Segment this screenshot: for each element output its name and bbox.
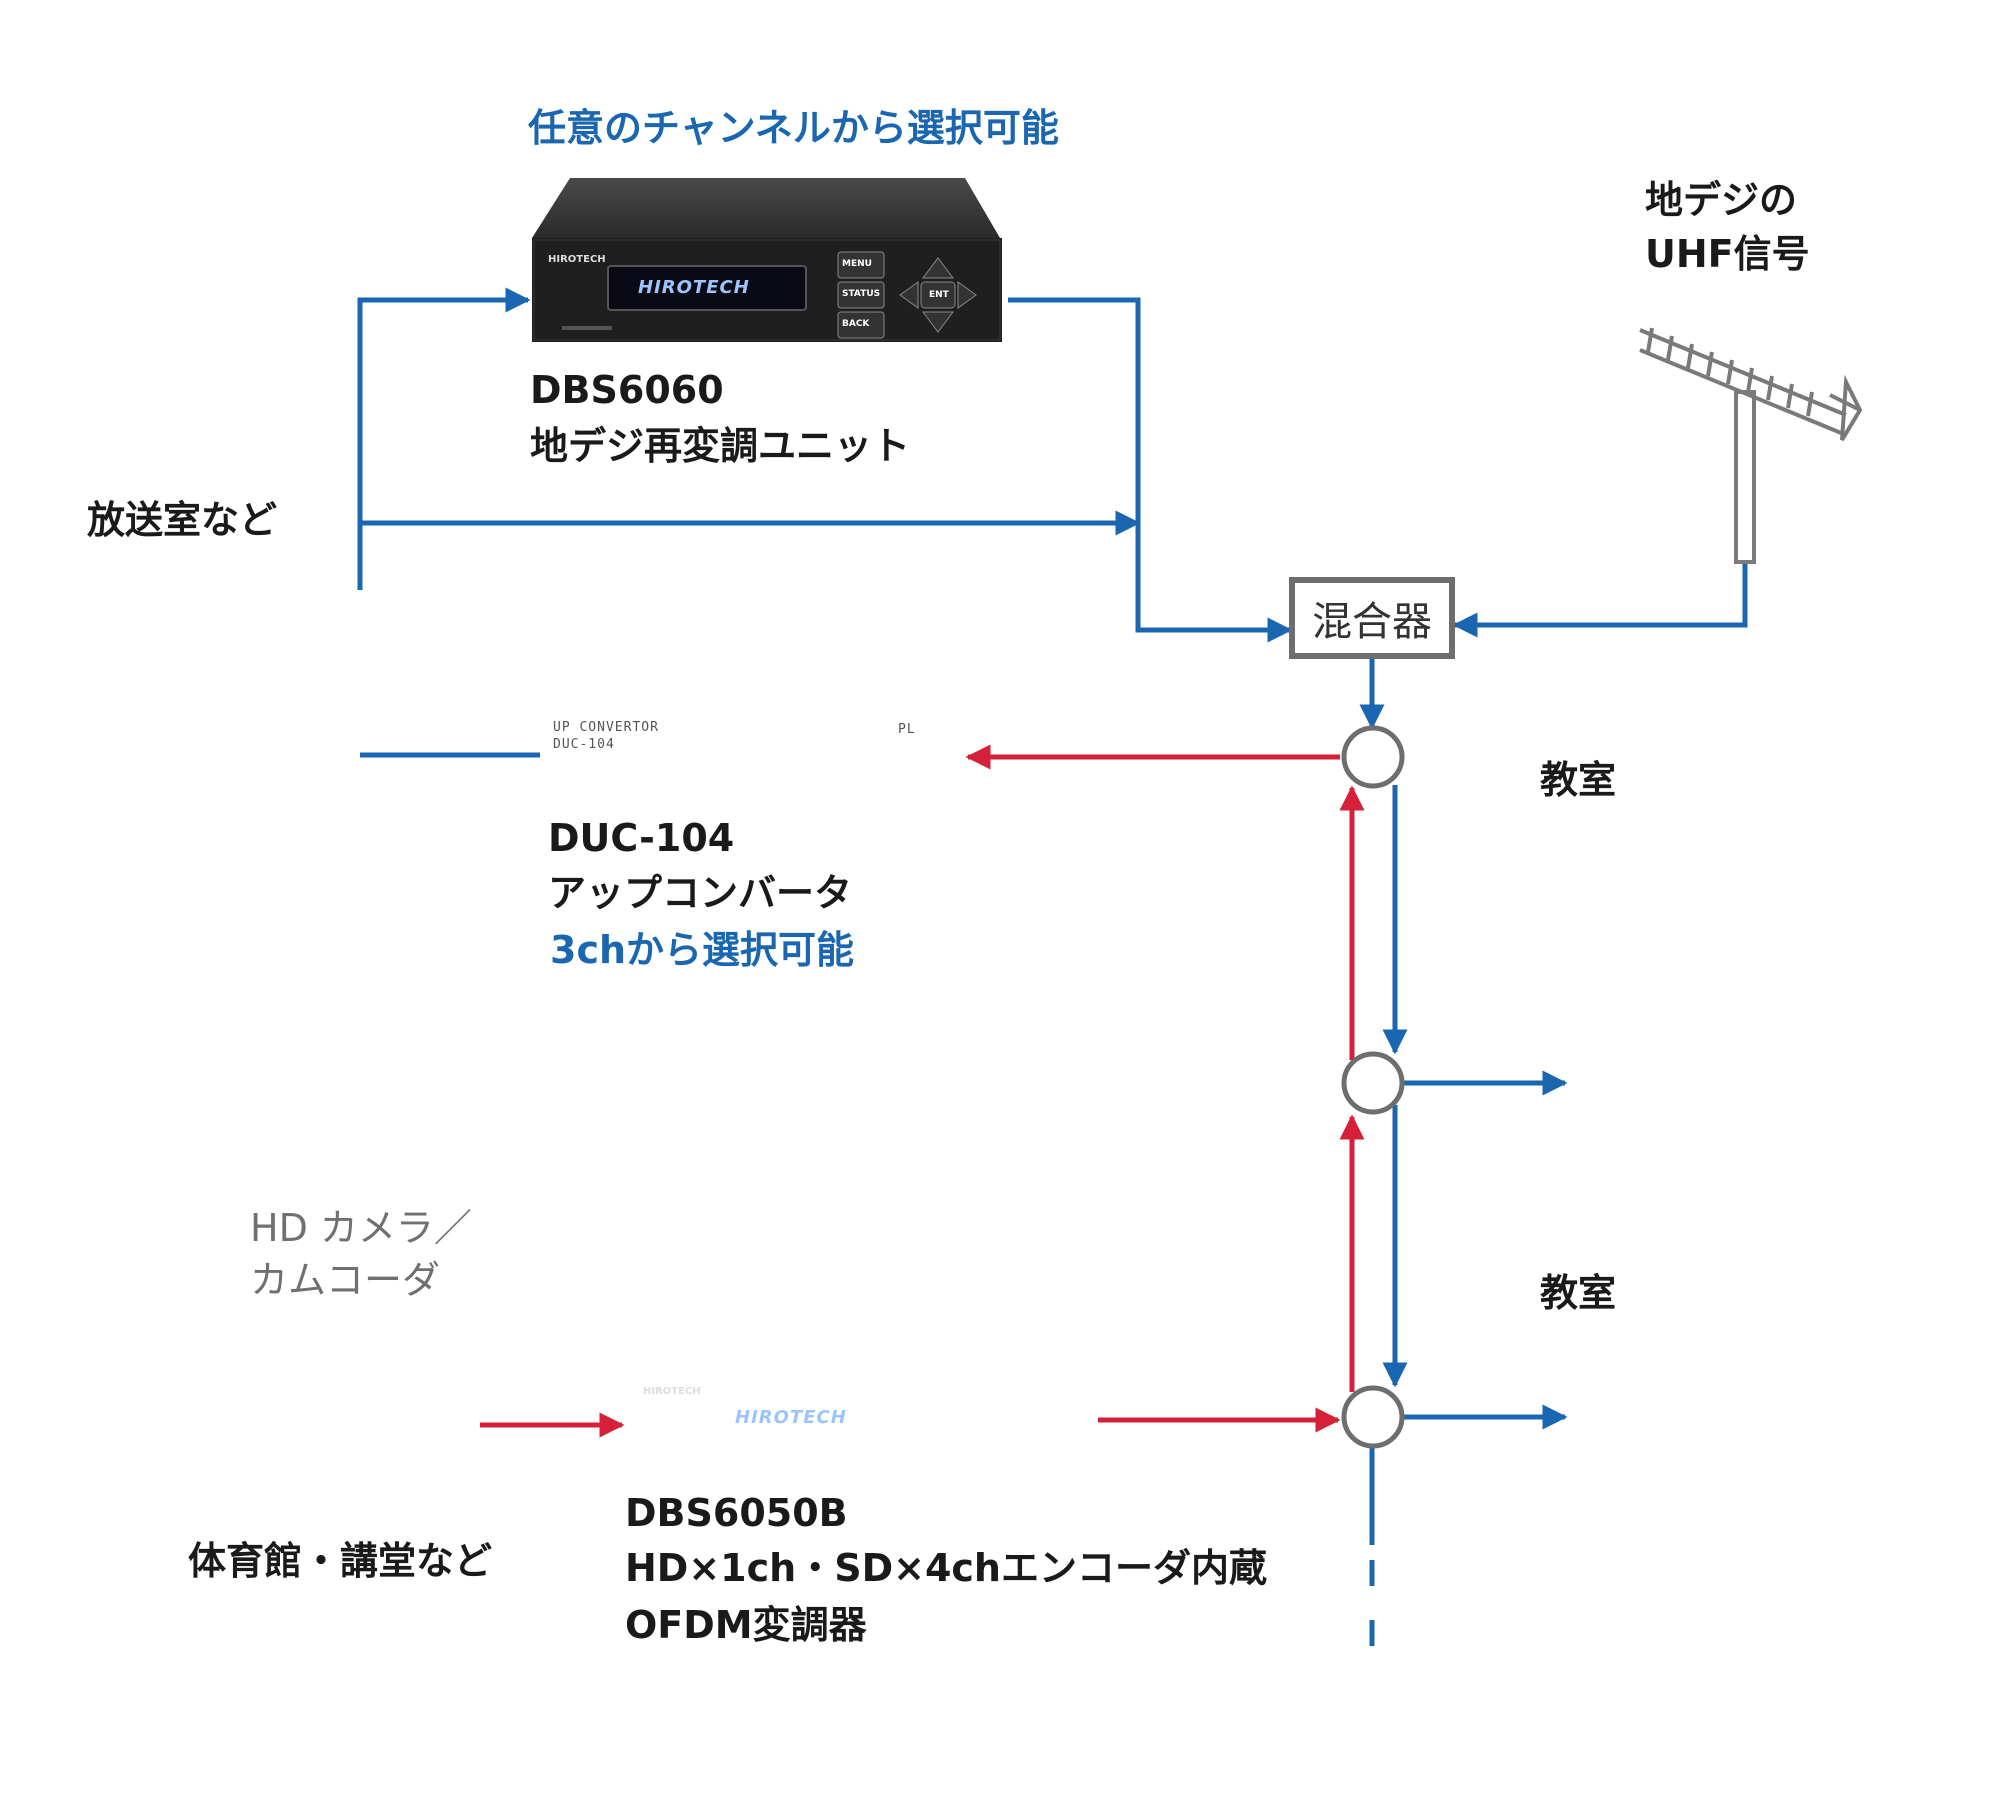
splitter-3 <box>1341 1385 1405 1449</box>
dbs6060-status-button: STATUS <box>842 289 881 299</box>
line-antenna-to-mixer <box>1452 560 1748 638</box>
blue-signal-lines <box>357 287 1748 1680</box>
uhf-signal-label-line1: 地デジの <box>1645 178 1798 222</box>
camera-label-line2: カムコーダ <box>250 1258 441 1302</box>
red-signal-lines <box>480 744 1365 1438</box>
uhf-signal-label-line2: UHF信号 <box>1645 232 1810 276</box>
dbs6060-display: HIROTECH <box>638 277 750 298</box>
dbs6050b-back-button: BACK <box>936 1451 964 1461</box>
duc104-desc-label: アップコンバータ <box>548 871 853 915</box>
splitter-2 <box>1341 1051 1405 1115</box>
dbs6060-ent-button: ENT <box>929 290 949 300</box>
dbs6060-model-label: DBS6060 <box>530 368 724 412</box>
dbs6050b-display: HIROTECH <box>735 1407 847 1428</box>
gym-label: 体育館・講堂など <box>188 1539 493 1583</box>
duc104-panel-line1: UP CONVERTOR <box>553 720 659 735</box>
duc104-note-label: 3chから選択可能 <box>550 928 855 972</box>
line-broadcast-to-dbs6060 <box>357 287 531 590</box>
dbs6050b-desc-label-line1: HD×1ch・SD×4chエンコーダ内蔵 <box>625 1546 1267 1590</box>
antenna-icon <box>1639 327 1863 564</box>
dbs6060-logo: HIROTECH <box>548 254 606 265</box>
dbs6050b-logo: HIROTECH <box>643 1386 701 1397</box>
line-dbs6060-to-mixer <box>1008 297 1293 643</box>
dbs6050b-model-label: DBS6050B <box>625 1491 848 1535</box>
broadcast-room-label: 放送室など <box>87 498 278 542</box>
dbs6060-back-button: BACK <box>842 319 870 329</box>
channel-select-note: 任意のチャンネルから選択可能 <box>528 106 1059 150</box>
duc104-panel-pl: PL <box>898 722 916 737</box>
dbs6060-menu-button: MENU <box>842 259 872 269</box>
classroom-2-label: 教室 <box>1540 1271 1617 1315</box>
mixer-box <box>1289 577 1455 659</box>
mixer-label: 混合器 <box>1312 599 1432 645</box>
dbs6050b-menu-button: MENU <box>936 1391 966 1401</box>
duc104-panel-line2: DUC-104 <box>553 737 615 752</box>
dbs6050b-desc-label-line2: OFDM変調器 <box>625 1603 867 1647</box>
duc104-model-label: DUC-104 <box>548 816 735 860</box>
camera-label-line1: HD カメラ／ <box>250 1206 472 1250</box>
dbs6050b-status-button: STATUS <box>936 1421 975 1431</box>
classroom-1-label: 教室 <box>1540 758 1617 802</box>
dbs6060-device <box>532 178 1002 342</box>
splitters <box>1341 725 1405 1449</box>
splitter-1 <box>1341 725 1405 789</box>
dbs6060-desc-label: 地デジ再変調ユニット <box>530 424 911 468</box>
dbs6050b-ent-button: ENT <box>1024 1421 1044 1431</box>
